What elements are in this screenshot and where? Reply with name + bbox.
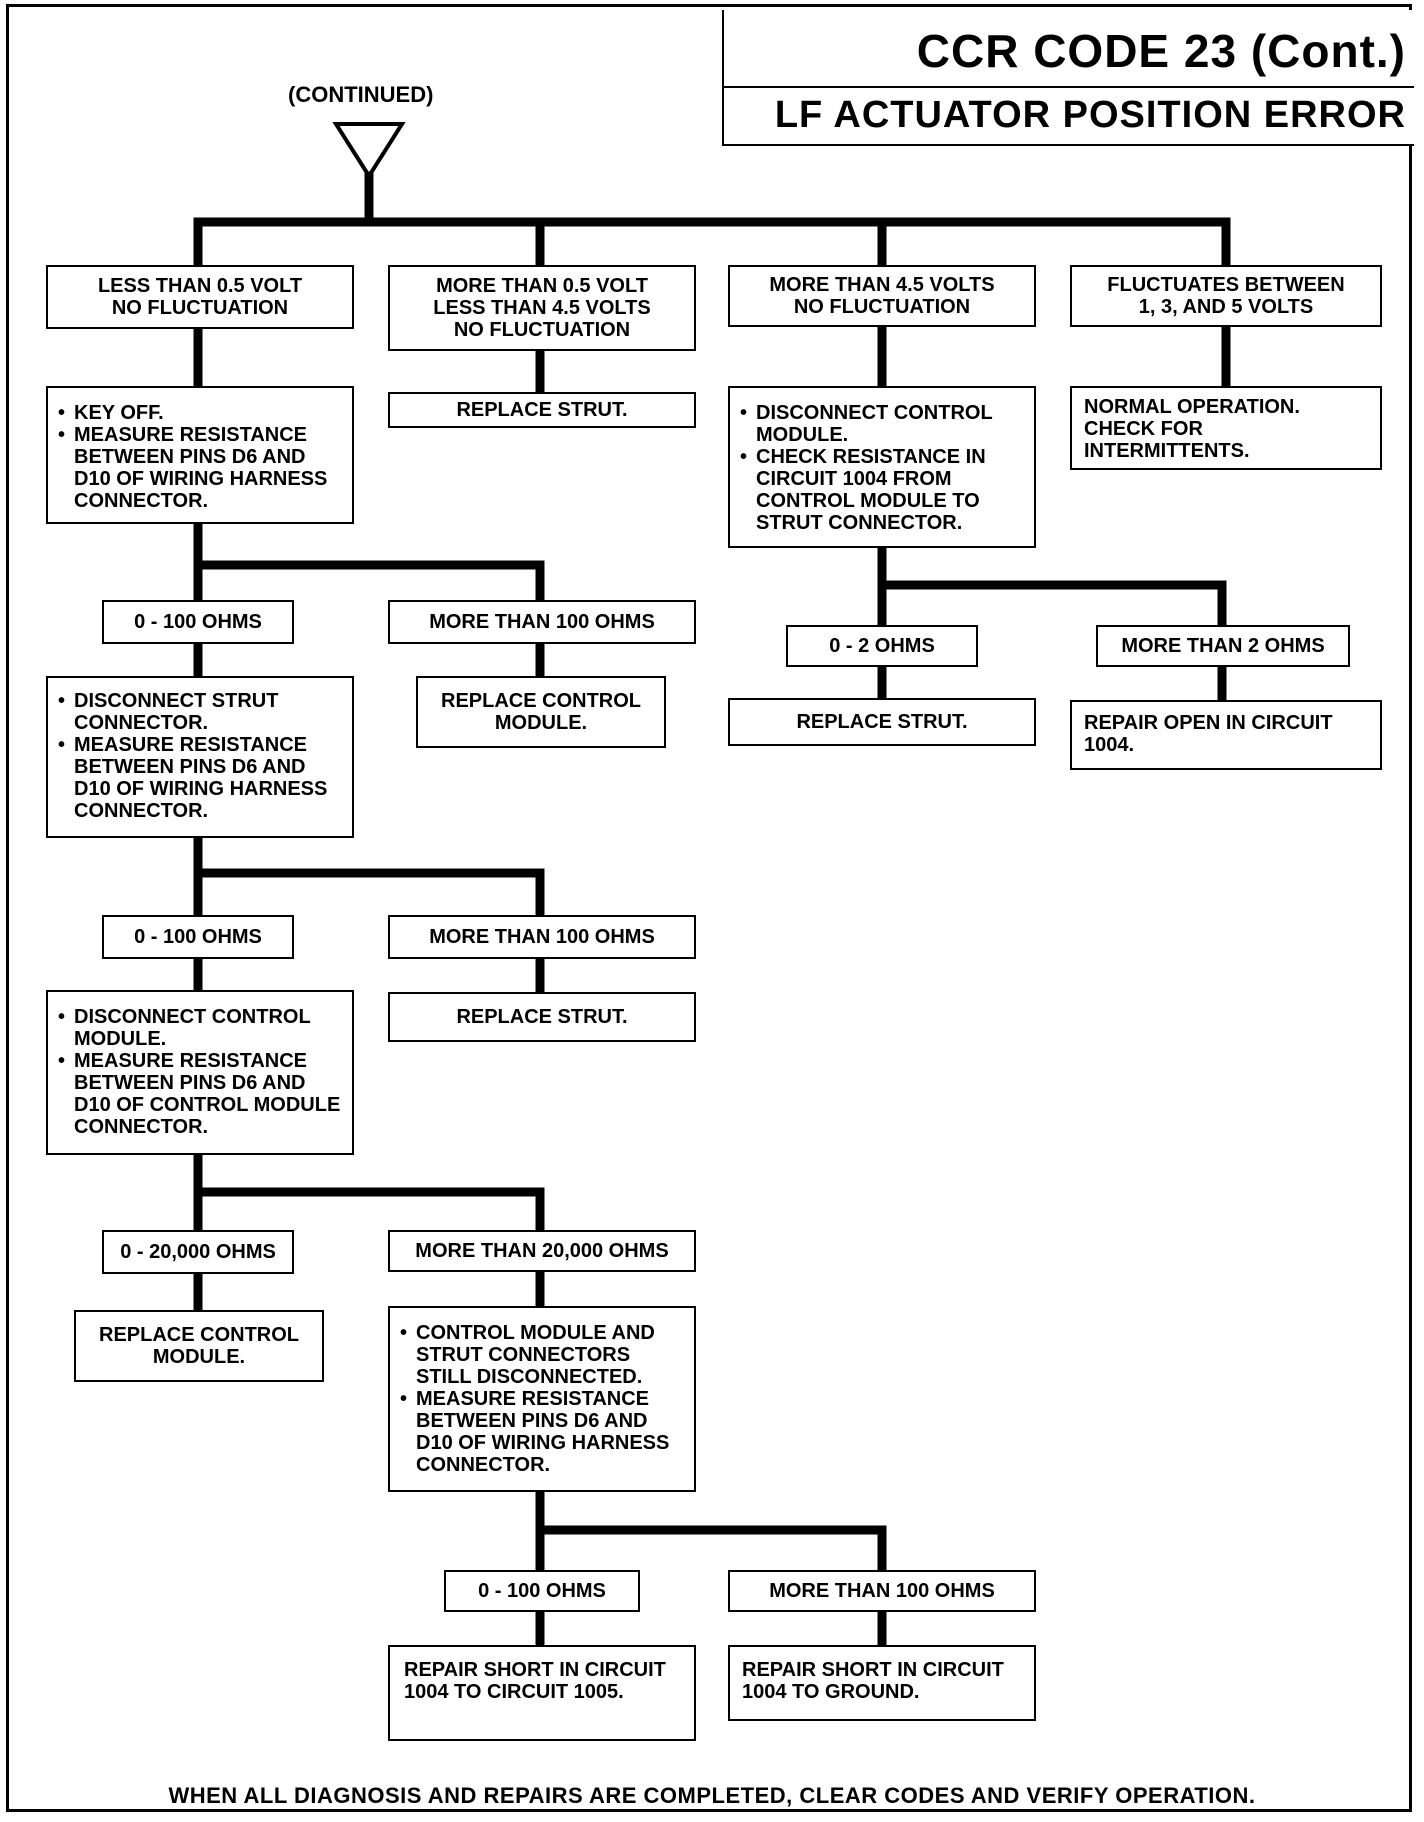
step-disconnect-control-module-c: DISCONNECT CONTROL MODULE. CHECK RESISTA… [728, 386, 1036, 548]
branch-c-line1: MORE THAN 4.5 VOLTS [769, 274, 995, 296]
step2-bullet-1: DISCONNECT STRUT CONNECTOR. [74, 690, 279, 734]
r4-high-ohms: MORE THAN 100 OHMS [728, 1570, 1036, 1612]
step-disconnect-control-module: DISCONNECT CONTROL MODULE. MEASURE RESIS… [46, 990, 354, 1155]
page-title: CCR CODE 23 (Cont.) [916, 25, 1406, 77]
branch-less-than-0-5-volt: LESS THAN 0.5 VOLT NO FLUCTUATION [46, 265, 354, 329]
r1-high-action-text: REPLACE CONTROL MODULE. [441, 690, 641, 734]
r3-high-ohms: MORE THAN 20,000 OHMS [388, 1230, 696, 1272]
title-box: CCR CODE 23 (Cont.) LF ACTUATOR POSITION… [722, 10, 1414, 146]
footer-instruction: WHEN ALL DIAGNOSIS AND REPAIRS ARE COMPL… [168, 1783, 1256, 1808]
branch-b-line1: MORE THAN 0.5 VOLT [436, 275, 648, 297]
repair-open-circuit-box: REPAIR OPEN IN CIRCUIT 1004. [1070, 700, 1382, 770]
r3-low-action-text: REPLACE CONTROL MODULE. [99, 1324, 299, 1368]
branch-d-line2: 1, 3, AND 5 VOLTS [1138, 296, 1314, 318]
step3-bullet-2: MEASURE RESISTANCE BETWEEN PINS D6 AND D… [58, 1050, 344, 1138]
replace-strut-c: REPLACE STRUT. [728, 698, 1036, 746]
c-high-ohms: MORE THAN 2 OHMS [1096, 625, 1350, 667]
branch-a-line1: LESS THAN 0.5 VOLT [97, 275, 303, 297]
page-border [6, 4, 1412, 1812]
title-divider [724, 86, 1414, 88]
step-key-off-measure: KEY OFF. MEASURE RESISTANCE BETWEEN PINS… [46, 386, 354, 524]
continuation-triangle-icon [332, 122, 406, 180]
branch-fluctuates: FLUCTUATES BETWEEN 1, 3, AND 5 VOLTS [1070, 265, 1382, 327]
replace-control-module-r1: REPLACE CONTROL MODULE. [416, 676, 666, 748]
repair-short-to-circuit-box: REPAIR SHORT IN CIRCUIT 1004 TO CIRCUIT … [388, 1645, 696, 1741]
step2-bullet-2: MEASURE RESISTANCE BETWEEN PINS D6 AND D… [74, 734, 328, 822]
step1-bullet-2: MEASURE RESISTANCE BETWEEN PINS D6 AND D… [58, 424, 344, 512]
normal-operation-box: NORMAL OPERATION. CHECK FOR INTERMITTENT… [1070, 386, 1382, 470]
c-step-bullet-2: CHECK RESISTANCE IN CIRCUIT 1004 FROM CO… [740, 446, 1026, 534]
step4-bullet-1: CONTROL MODULE AND STRUT CONNECTORS STIL… [400, 1322, 686, 1388]
page-subtitle: LF ACTUATOR POSITION ERROR [774, 94, 1406, 136]
branch-d-line1: FLUCTUATES BETWEEN [1107, 274, 1345, 296]
repair-short-to-ground-box: REPAIR SHORT IN CIRCUIT 1004 TO GROUND. [728, 1645, 1036, 1721]
step-connectors-still-disconnected: CONTROL MODULE AND STRUT CONNECTORS STIL… [388, 1306, 696, 1492]
branch-b-line3: NO FLUCTUATION [453, 319, 631, 341]
branch-more-than-4-5-volts: MORE THAN 4.5 VOLTS NO FLUCTUATION [728, 265, 1036, 327]
r1-high-ohms: MORE THAN 100 OHMS [388, 600, 696, 644]
step4-bullet-2: MEASURE RESISTANCE BETWEEN PINS D6 AND D… [400, 1388, 686, 1476]
branch-0-5-to-4-5-volts: MORE THAN 0.5 VOLT LESS THAN 4.5 VOLTS N… [388, 265, 696, 351]
r3-low-ohms: 0 - 20,000 OHMS [102, 1230, 294, 1274]
branch-c-line2: NO FLUCTUATION [793, 296, 971, 318]
step-disconnect-strut: •DISCONNECT STRUT CONNECTOR. •MEASURE RE… [46, 676, 354, 838]
r2-high-ohms: MORE THAN 100 OHMS [388, 915, 696, 959]
r2-low-ohms: 0 - 100 OHMS [102, 915, 294, 959]
c-low-ohms: 0 - 2 OHMS [786, 625, 978, 667]
r4-low-ohms: 0 - 100 OHMS [444, 1570, 640, 1612]
c-step-bullet-1: DISCONNECT CONTROL MODULE. [740, 402, 1026, 446]
continued-label: (CONTINUED) [288, 82, 434, 107]
branch-a-line2: NO FLUCTUATION [111, 297, 289, 319]
branch-b-line2: LESS THAN 4.5 VOLTS [433, 297, 651, 319]
step3-bullet-1: DISCONNECT CONTROL MODULE. [58, 1006, 344, 1050]
r1-low-ohms: 0 - 100 OHMS [102, 600, 294, 644]
replace-control-module-r3: REPLACE CONTROL MODULE. [74, 1310, 324, 1382]
replace-strut-r2: REPLACE STRUT. [388, 992, 696, 1042]
replace-strut-b: REPLACE STRUT. [388, 392, 696, 428]
step1-bullet-1: KEY OFF. [58, 402, 344, 424]
